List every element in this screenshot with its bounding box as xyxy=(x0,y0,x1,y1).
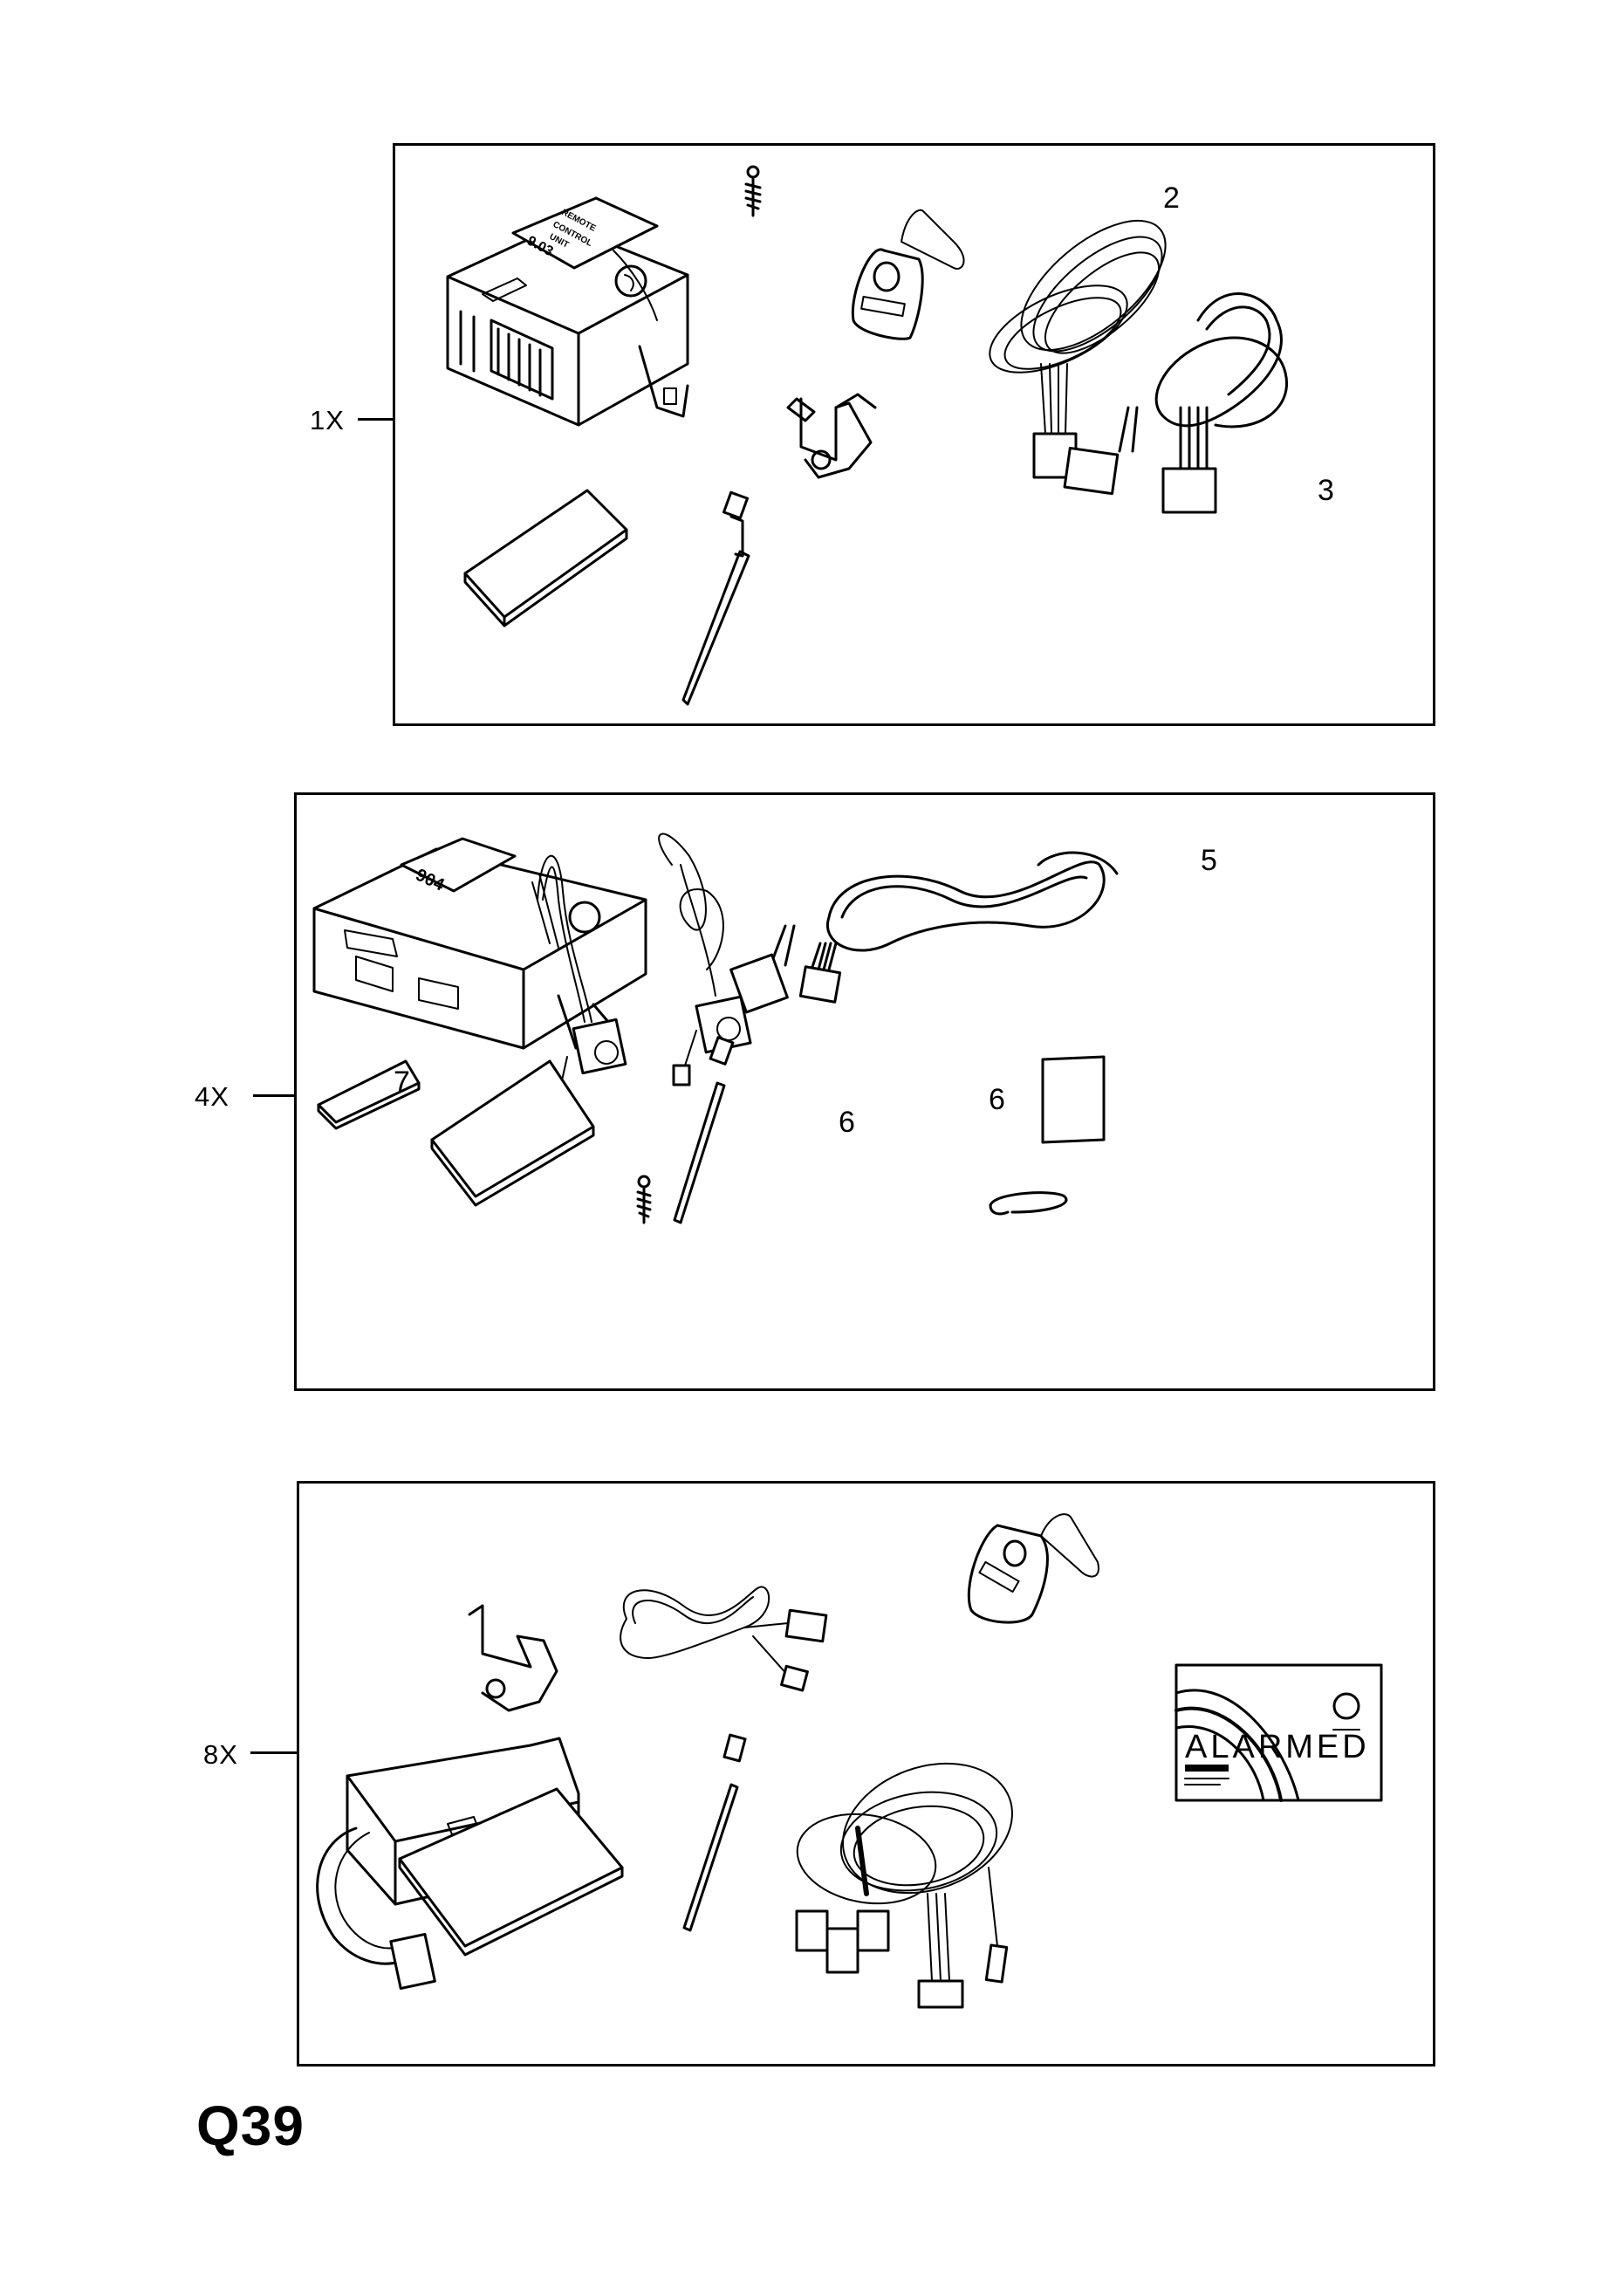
key-fob-icon xyxy=(967,1513,1099,1624)
main-wiring-harness-icon xyxy=(795,1762,1013,2009)
screw-icon xyxy=(744,165,762,217)
kit-frame-3: ALARMED xyxy=(297,1481,1435,2066)
callout-6: 6 xyxy=(989,1083,1005,1116)
callout-5: 5 xyxy=(1201,844,1217,877)
kit-quantity-label: 1X xyxy=(310,405,345,435)
adhesive-pad-icon xyxy=(430,1059,595,1207)
callout-7: 7 xyxy=(394,1066,410,1099)
adhesive-pad-icon xyxy=(463,489,628,627)
splice-connector-icon xyxy=(786,393,877,479)
callout-2: 2 xyxy=(1163,182,1180,215)
connector-harness-coil xyxy=(1063,292,1288,514)
kit-3-illustration: ALARMED xyxy=(316,1513,1383,2009)
page-code: Q39 xyxy=(196,2094,305,2157)
small-adhesive-pad-icon xyxy=(317,1059,421,1130)
bezel-shape xyxy=(1041,1055,1106,1144)
kit-frame-1: REMOTE CONTROL UNIT 9.03 xyxy=(393,143,1435,726)
splice-connector-icon xyxy=(468,1604,558,1712)
retaining-clip-icon xyxy=(989,1191,1068,1216)
remote-control-unit xyxy=(446,196,689,427)
kit-2-illustration: 904 xyxy=(312,833,1119,1224)
cable-tie-icon xyxy=(681,490,750,706)
connector-harness-coil xyxy=(729,851,1119,1014)
alarm-sticker xyxy=(1174,1663,1383,1802)
kit-leader-line xyxy=(358,418,394,421)
cable-tie-icon xyxy=(673,1036,735,1224)
alarm-sticker-text: ALARMED xyxy=(1185,1729,1370,1765)
callout-6: 6 xyxy=(839,1106,855,1139)
adhesive-pad-icon xyxy=(398,1787,624,1957)
kit-leader-line xyxy=(253,1094,294,1097)
kit-frame-2: 904 xyxy=(294,792,1435,1391)
kit-quantity-label: 8X xyxy=(203,1739,238,1770)
wiring-harness-coil xyxy=(989,219,1167,479)
key-fob-icon xyxy=(851,209,965,340)
kit-leader-line xyxy=(250,1751,297,1754)
kit-1-illustration: REMOTE CONTROL UNIT 9.03 xyxy=(446,165,1288,706)
lead-with-plug-icon xyxy=(620,1586,828,1692)
kit-quantity-label: 4X xyxy=(195,1081,229,1112)
callout-3: 3 xyxy=(1318,474,1334,507)
cable-tie-icon xyxy=(682,1733,747,1932)
screw-icon xyxy=(636,1175,652,1224)
sensor-lead-icon xyxy=(658,833,752,1086)
